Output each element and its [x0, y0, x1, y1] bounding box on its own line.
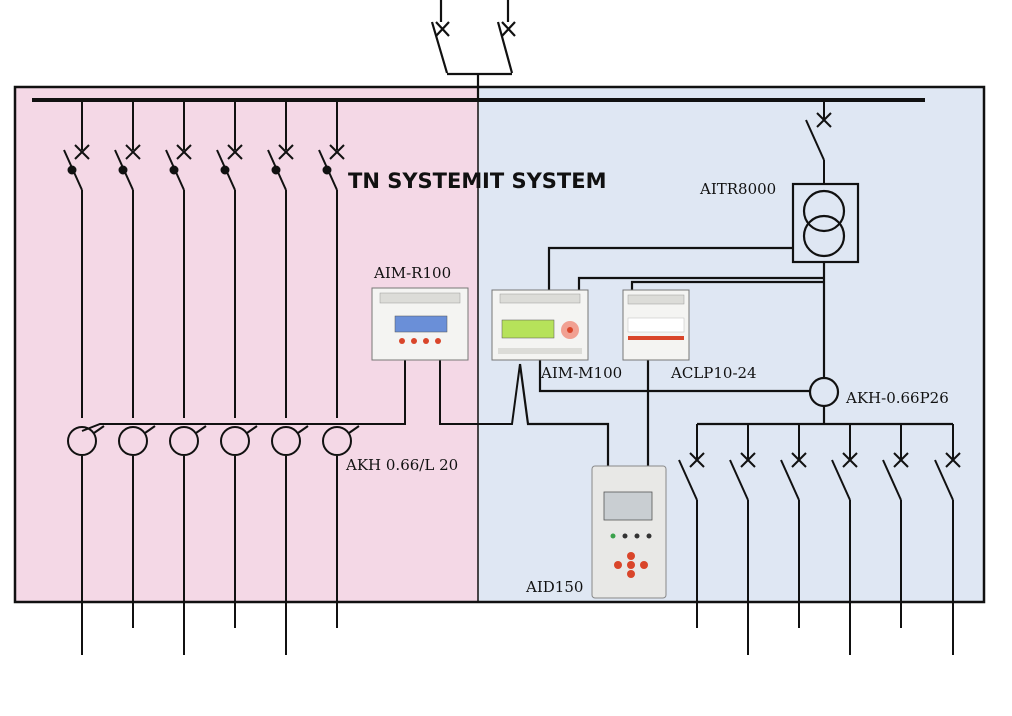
aclp10-24-device: [622, 289, 690, 361]
akh-l-ct: [322, 426, 352, 456]
it-incoming-breaker: [805, 100, 832, 184]
tn-feeder-breaker: [63, 100, 90, 655]
akh-l-ct: [271, 426, 301, 456]
it-feeder-breaker: [678, 424, 705, 628]
akh-l-ct: [169, 426, 199, 456]
it-feeder-breaker: [729, 424, 756, 655]
tn-feeder-breakers: [63, 100, 345, 655]
tn-feeder-breaker: [318, 100, 345, 628]
it-system-label: IT SYSTEM: [482, 169, 606, 193]
incoming-switches: [430, 0, 516, 100]
aclp10-24-label: ACLP10-24: [670, 364, 757, 382]
it-feeder-breaker: [831, 424, 858, 655]
akh-l-ct: [118, 426, 148, 456]
it-feeder-breakers: [678, 424, 961, 655]
tn-feeder-breaker: [216, 100, 243, 628]
akh-p-current-transformer: [808, 376, 840, 408]
tn-feeder-breaker: [114, 100, 141, 628]
akh-l-ct: [220, 426, 250, 456]
tn-system-label: TN SYSTEM: [348, 169, 482, 193]
it-feeder-breaker: [780, 424, 807, 628]
it-main-wiring: [518, 246, 953, 466]
aim-r100-device: [371, 287, 469, 361]
aim-r100-label: AIM-R100: [373, 264, 451, 282]
aid150-device: [591, 465, 667, 599]
transformer-secondary-coil: [802, 214, 846, 258]
akh-p26-label: AKH-0.66P26: [845, 389, 949, 407]
it-feeder-breaker: [882, 424, 909, 628]
akh-l-current-transformers: [67, 425, 360, 456]
it-feeder-breaker: [934, 424, 961, 655]
aim-r-signal-wiring: [81, 360, 521, 432]
tn-feeder-breaker: [267, 100, 294, 655]
panel-frame: [13, 85, 986, 604]
aitr8000-enclosure: [791, 182, 860, 264]
aitr8000-label: AITR8000: [699, 180, 776, 198]
aim-m100-device: [491, 289, 589, 361]
akh-l20-label: AKH 0.66/L 20: [345, 456, 458, 474]
transformer-primary-coil: [802, 189, 846, 233]
aim-m100-label: AIM-M100: [540, 364, 622, 382]
akh-l-ct: [67, 426, 97, 456]
tn-feeder-breaker: [165, 100, 192, 655]
aid150-label: AID150: [525, 578, 583, 596]
